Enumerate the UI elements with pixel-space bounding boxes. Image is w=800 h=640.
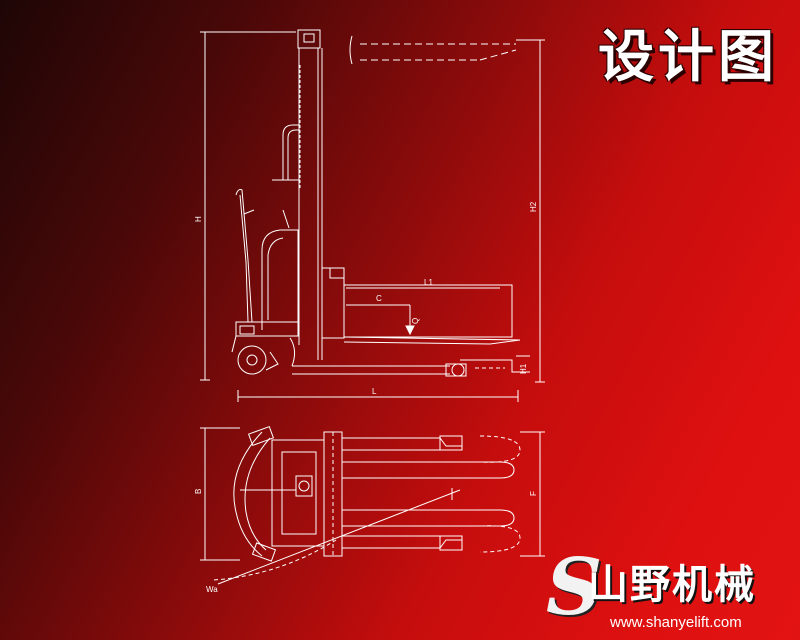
- mast-handle-inner: [287, 129, 300, 180]
- fork-blade: [343, 336, 521, 341]
- load-arrow-head: [405, 325, 415, 336]
- label-f: F: [529, 491, 538, 496]
- pump-body-inner: [267, 237, 284, 320]
- lowered-fork: [460, 359, 530, 373]
- label-h: H: [194, 216, 203, 222]
- outrigger-top: [342, 437, 462, 447]
- tiller-handle-inner: [239, 194, 249, 323]
- fork-tip: [489, 339, 521, 345]
- top-view: [200, 425, 545, 585]
- drive-wheel-hub: [246, 354, 258, 366]
- label-b: B: [194, 489, 203, 494]
- fork-right: [342, 509, 515, 527]
- outrigger-arm: [289, 337, 296, 367]
- label-h1: H1: [519, 363, 528, 374]
- mast-top-detail: [303, 33, 315, 43]
- rear-corner-bottom: [251, 542, 277, 562]
- label-c: C: [376, 294, 382, 303]
- logo-url: www.shanyelift.com: [610, 614, 742, 631]
- fork-left: [342, 461, 515, 479]
- chassis: [235, 321, 299, 337]
- turning-radius-line: [217, 489, 461, 585]
- rear-body-curve-inner: [244, 437, 271, 551]
- fork-blade-lower: [343, 341, 491, 345]
- side-view: [200, 29, 545, 402]
- hydraulic-pump-body: [261, 229, 299, 330]
- rear-body-curve: [233, 431, 263, 557]
- pump-unit: [295, 475, 313, 497]
- wheel-fork: [231, 335, 237, 353]
- chassis-detail: [239, 325, 255, 335]
- tiller-grip: [243, 209, 255, 215]
- mast-handle: [282, 124, 300, 180]
- outrigger-top-wheel: [439, 435, 463, 451]
- load-box: [343, 284, 513, 338]
- carriage-detail: [329, 268, 344, 279]
- load-wheel-housing: [445, 363, 467, 377]
- label-h2: H2: [529, 201, 538, 212]
- logo-text: 山野机械: [588, 562, 756, 608]
- fork-outline-bottom: [479, 525, 521, 553]
- drive-wheel: [237, 345, 267, 375]
- raised-fork-break: [349, 35, 353, 65]
- outrigger-bottom-wheel: [439, 535, 463, 551]
- tiller-handle: [235, 189, 253, 323]
- fork-outline-top: [479, 435, 521, 463]
- raised-fork-tip: [479, 49, 517, 61]
- pump-unit-circle: [298, 480, 310, 492]
- label-q: Q: [411, 318, 420, 324]
- chassis-frame-inner: [281, 451, 317, 535]
- wheel-guard: [265, 351, 279, 371]
- label-l: L: [372, 387, 377, 396]
- rear-corner-top: [247, 425, 275, 447]
- page-title: 设计图: [598, 24, 778, 90]
- pump-valve: [282, 209, 290, 229]
- load-wheel: [451, 363, 465, 377]
- brand-logo: S 山野机械 www.shanyelift.com: [546, 542, 796, 636]
- dimension-labels: H H2 L1 C Q H1 L B F Wa: [194, 201, 538, 594]
- turning-radius-arc: [213, 539, 337, 581]
- label-wa: Wa: [206, 585, 218, 594]
- outrigger-bottom: [342, 539, 462, 549]
- label-l1: L1: [424, 278, 433, 287]
- logo-letter: S: [546, 542, 603, 633]
- mast-top-block: [297, 29, 321, 49]
